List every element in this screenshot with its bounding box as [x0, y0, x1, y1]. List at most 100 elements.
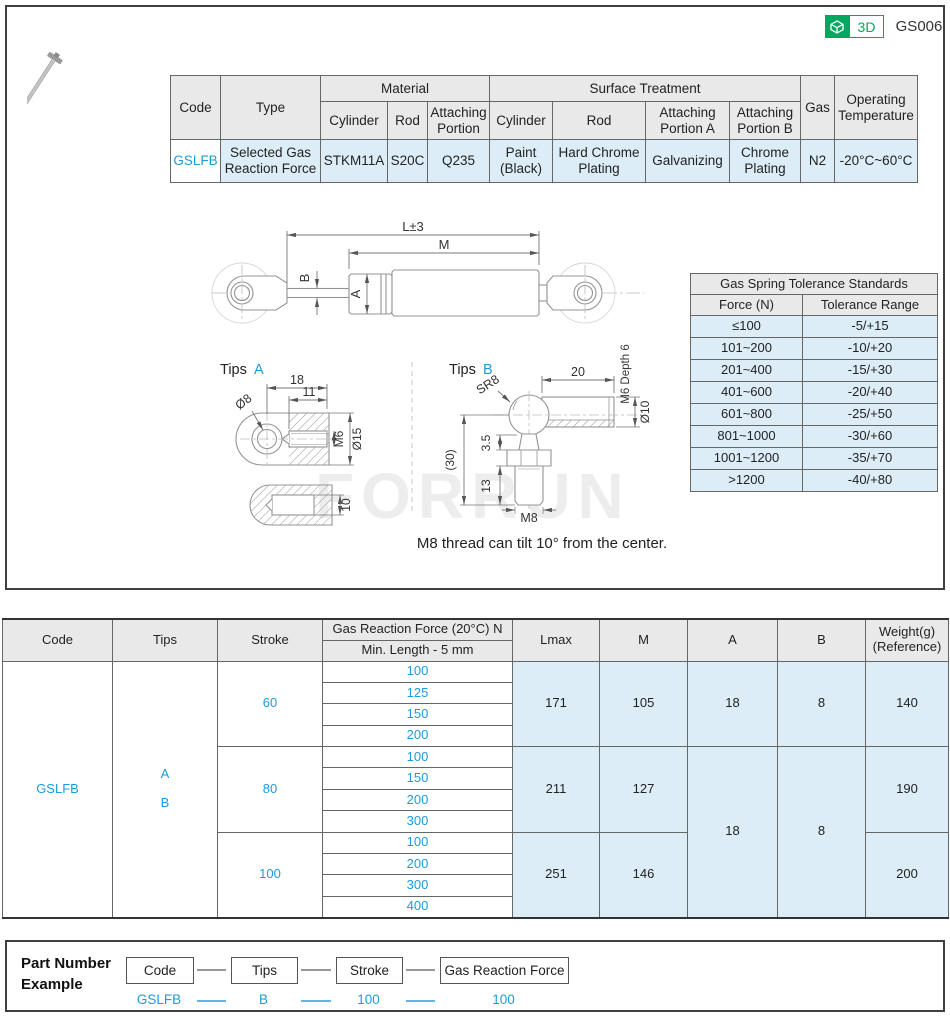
dim-L-label: L±3	[402, 219, 424, 234]
spec-gas: N2	[800, 139, 835, 183]
tips-a-letter: A	[254, 362, 264, 378]
cell-a: 18	[687, 746, 778, 919]
tips-b-dim-sr8: SR8	[474, 372, 502, 397]
cell-weight: 190	[865, 746, 949, 833]
col-header-weight-line2: (Reference)	[872, 639, 942, 655]
spec-header-mat-cylinder: Cylinder	[320, 101, 388, 140]
spec-header-code: Code	[170, 75, 221, 140]
field-code: Code	[126, 957, 194, 984]
spec-header-op-temp: Operating Temperature	[834, 75, 918, 140]
tips-a-dim-10: 10	[339, 498, 353, 512]
tolerance-range: -25/+50	[802, 403, 938, 426]
tips-b-dim-30: (30)	[443, 449, 457, 470]
tolerance-range: -20/+40	[802, 381, 938, 404]
tolerance-col-force: Force (N)	[690, 294, 803, 316]
product-photo	[27, 51, 63, 115]
tips-a-dim-m6: M6	[332, 430, 346, 447]
tolerance-force: 601~800	[690, 403, 803, 426]
part-number-label: Part Number Example	[21, 953, 111, 995]
tips-b-letter: B	[483, 362, 493, 378]
cell-force: 200	[322, 788, 513, 812]
tips-a-dimensions	[251, 384, 354, 516]
tolerance-force: 101~200	[690, 337, 803, 360]
col-header-min-length: Min. Length - 5 mm	[322, 639, 513, 662]
cell-b: 8	[777, 746, 866, 919]
spec-header-surface: Surface Treatment	[489, 75, 801, 102]
cell-tips: A B	[112, 660, 218, 919]
badge-3d[interactable]: 3D	[825, 15, 884, 38]
tolerance-col-range: Tolerance Range	[802, 294, 938, 316]
col-header-b: B	[777, 618, 866, 662]
col-header-force: Gas Reaction Force (20°C) N	[322, 618, 513, 641]
spec-st-cylinder: Paint (Black)	[489, 139, 553, 183]
cell-weight: 140	[865, 660, 949, 748]
cell-force: 200	[322, 724, 513, 748]
cube-3d-icon	[825, 15, 849, 38]
col-header-tips: Tips	[112, 618, 218, 662]
main-drawing	[211, 262, 644, 324]
spec-header-gas: Gas	[800, 75, 835, 140]
field-tips: Tips	[231, 957, 298, 984]
cell-tips-a: A	[160, 766, 170, 782]
main-dimensions	[286, 231, 540, 315]
cell-m: 127	[599, 746, 688, 833]
value-tips: B	[258, 992, 268, 1007]
cell-lmax: 211	[512, 746, 600, 833]
tolerance-range: -15/+30	[802, 359, 938, 382]
cell-lmax: 171	[512, 660, 600, 748]
spec-header-st-attach-a: Attaching Portion A	[645, 101, 730, 140]
cell-stroke: 100	[217, 831, 323, 919]
part-number-label-line1: Part Number	[21, 955, 112, 972]
tips-b-dim-m8: M8	[520, 511, 537, 525]
cell-stroke: 80	[217, 746, 323, 833]
spec-op-temp: -20°C~60°C	[834, 139, 918, 183]
spec-mat-rod: S20C	[387, 139, 428, 183]
tolerance-table: Gas Spring Tolerance Standards Force (N)…	[690, 273, 938, 492]
cell-tips-b: B	[160, 795, 170, 811]
spec-code: GSLFB	[170, 139, 221, 183]
cell-a: 18	[687, 660, 778, 748]
watermark: FORRUN	[315, 460, 631, 532]
tips-a-word: Tips	[220, 362, 247, 378]
tolerance-force: 401~600	[690, 381, 803, 404]
dash	[301, 969, 331, 971]
cell-force: 300	[322, 810, 513, 833]
field-stroke: Stroke	[336, 957, 403, 984]
value-code: GSLFB	[136, 992, 182, 1007]
tips-a-dim-11: 11	[303, 385, 316, 399]
cell-force: 125	[322, 681, 513, 705]
spec-type: Selected Gas Reaction Force	[220, 139, 321, 183]
cell-force: 100	[322, 746, 513, 769]
tolerance-range: -10/+20	[802, 337, 938, 360]
part-number-example: Part Number Example Code Tips Stroke Gas…	[5, 940, 945, 1012]
col-header-code: Code	[2, 618, 113, 662]
dash	[406, 969, 435, 971]
tolerance-force: 1001~1200	[690, 447, 803, 470]
tips-b-word: Tips	[449, 362, 476, 378]
spec-table: Code Type Material Surface Treatment Gas…	[170, 75, 918, 183]
spec-header-st-cylinder: Cylinder	[489, 101, 553, 140]
spec-header-mat-rod: Rod	[387, 101, 428, 140]
cell-force: 150	[322, 703, 513, 726]
tolerance-range: -35/+70	[802, 447, 938, 470]
dash-blue	[406, 1000, 435, 1002]
cell-b: 8	[777, 660, 866, 748]
tips-a-dim-dia15: Ø15	[350, 427, 364, 450]
dim-M-label: M	[439, 237, 450, 252]
dim-A-label: A	[348, 289, 363, 298]
tolerance-force: 201~400	[690, 359, 803, 382]
tolerance-range: -5/+15	[802, 315, 938, 338]
tolerance-range: -30/+60	[802, 425, 938, 448]
field-gas-reaction-force: Gas Reaction Force	[440, 957, 569, 984]
tips-b-dim-dia10: Ø10	[638, 400, 652, 423]
part-number-label-line2: Example	[21, 976, 83, 993]
tolerance-force: 801~1000	[690, 425, 803, 448]
tips-a-dim-dia8: Ø8	[233, 391, 255, 412]
dash	[197, 969, 226, 971]
technical-drawing: L±3 M B A Tips A	[211, 219, 652, 526]
col-header-m: M	[599, 618, 688, 662]
col-header-a: A	[687, 618, 778, 662]
cell-stroke: 60	[217, 660, 323, 748]
tips-b-dim-35: 3.5	[479, 434, 493, 451]
